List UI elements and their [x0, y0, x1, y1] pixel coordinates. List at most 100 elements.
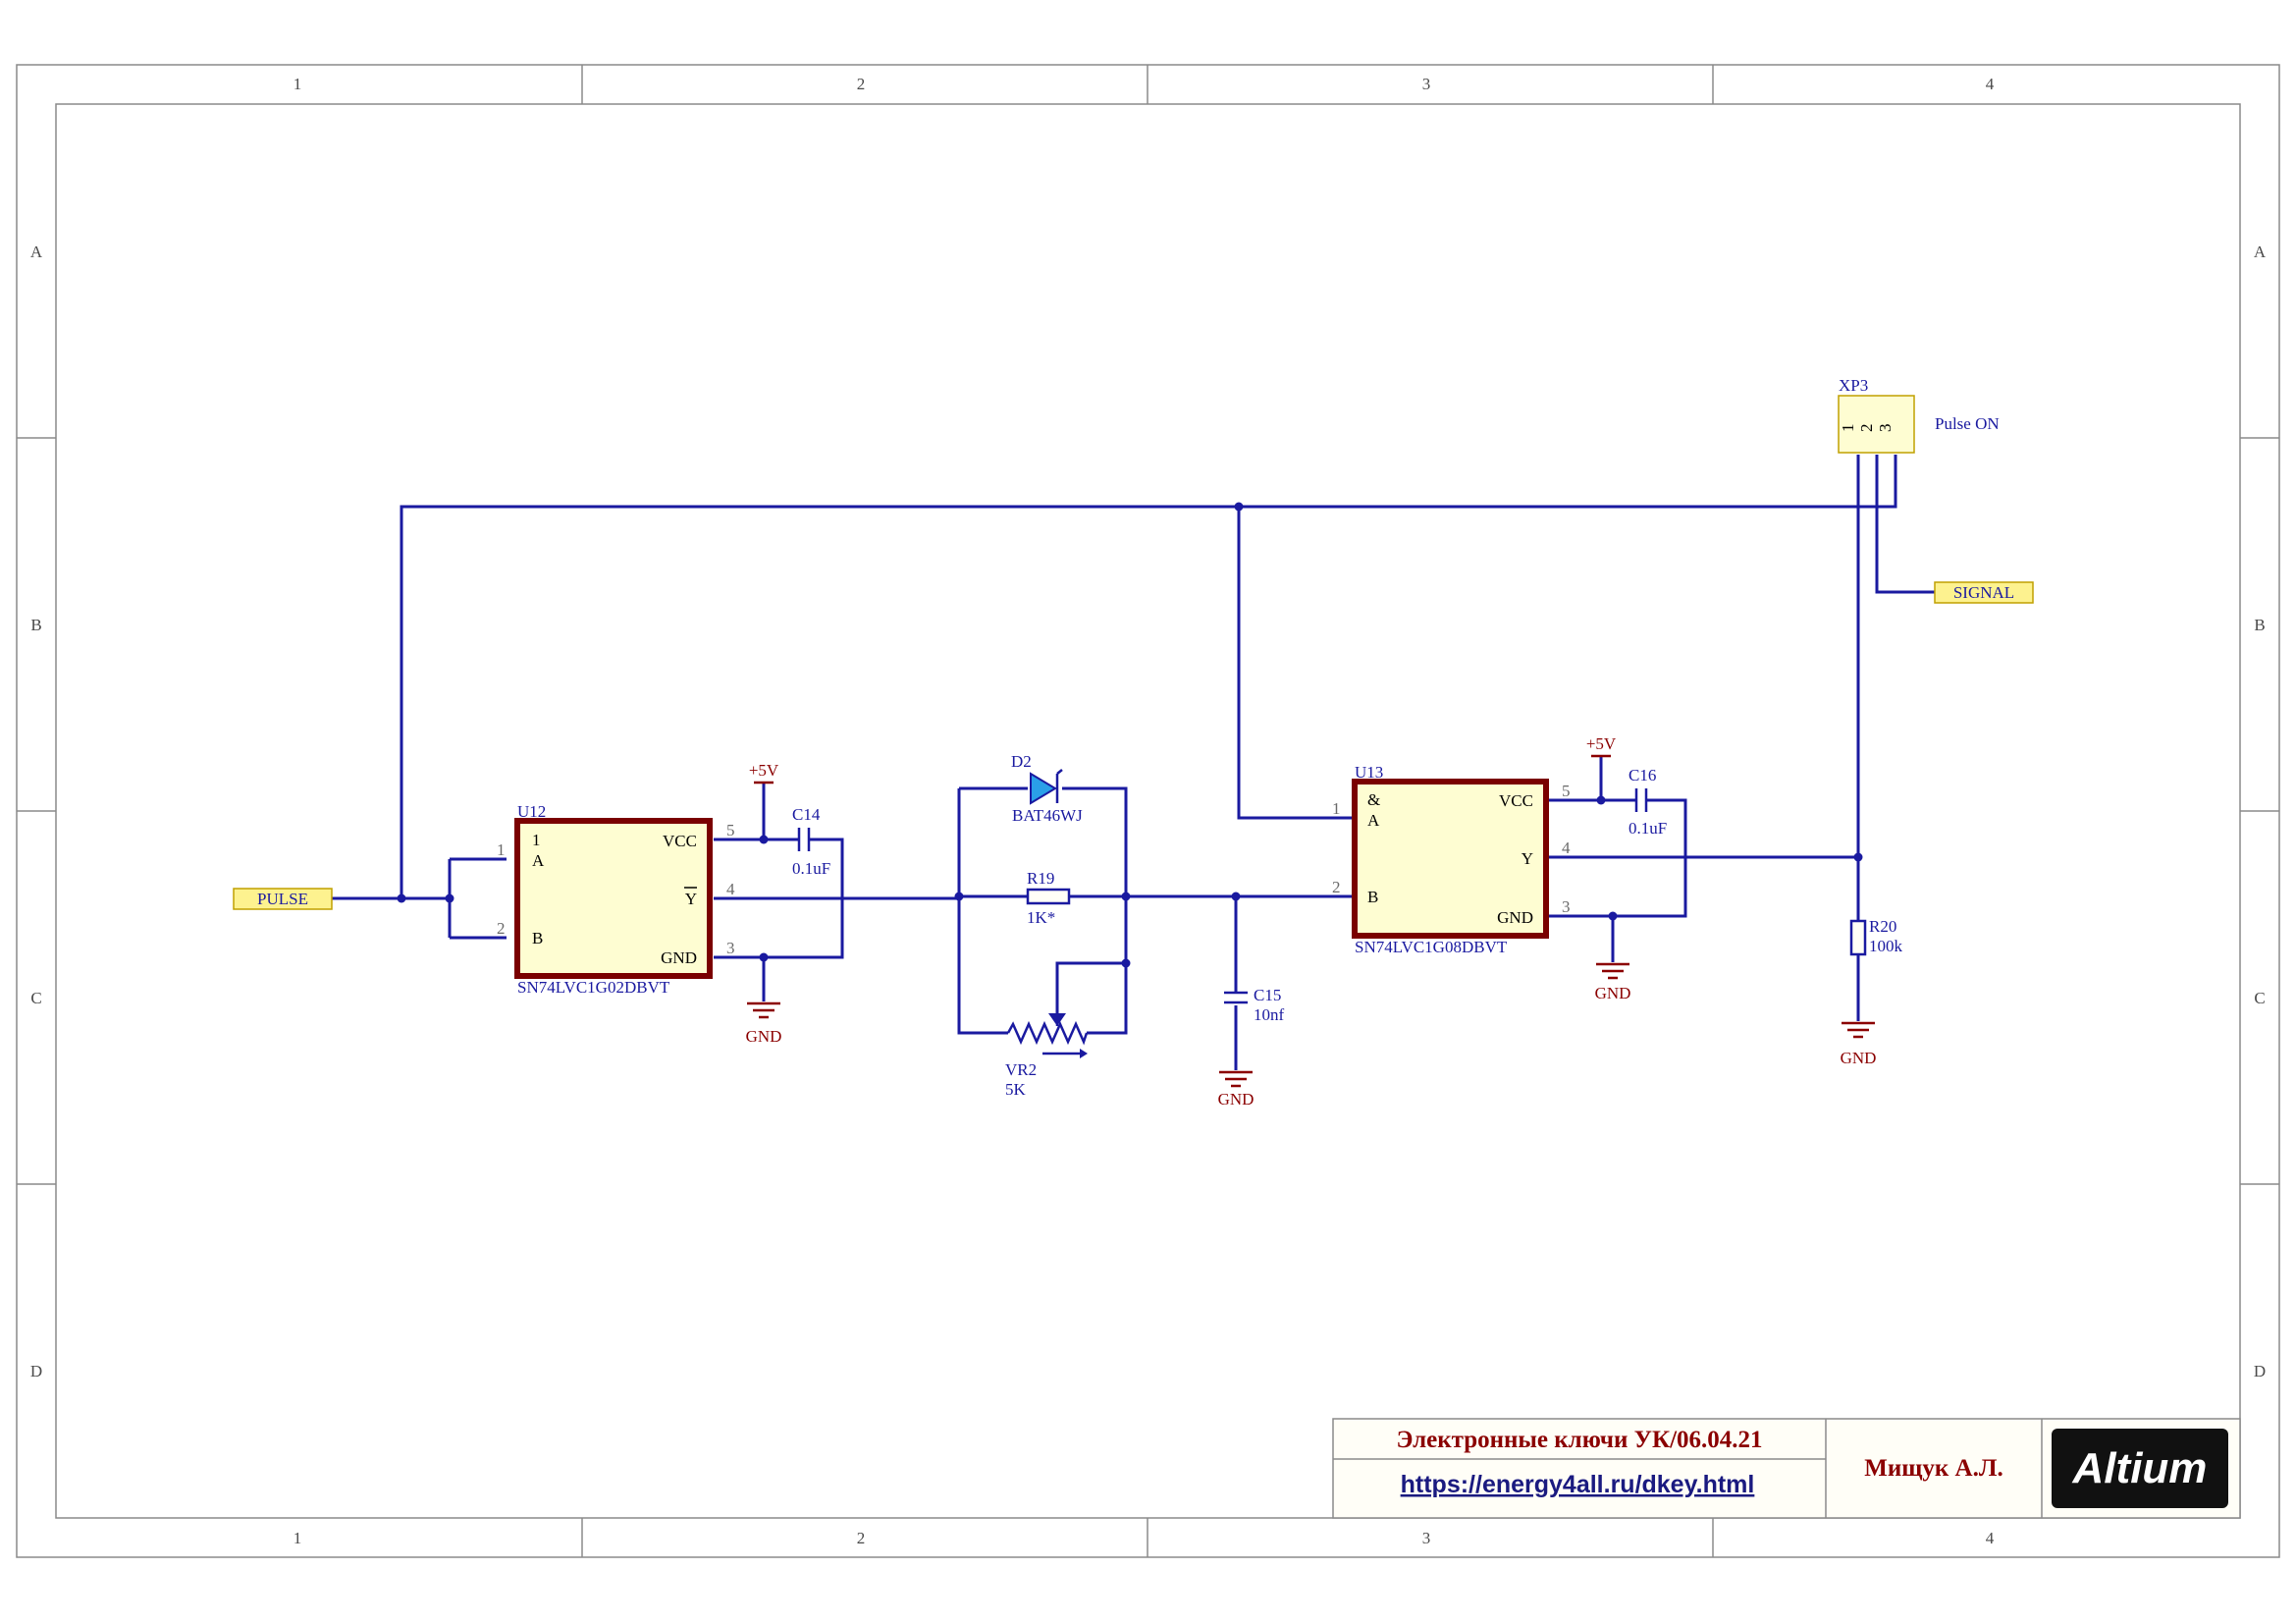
- u13-gate-symbol: &: [1367, 790, 1380, 809]
- c15-capacitor[interactable]: C15 10nf: [1224, 986, 1285, 1024]
- u13-designator: U13: [1355, 763, 1383, 782]
- row-label-right: C: [2254, 989, 2265, 1007]
- u12-part-number: SN74LVC1G02DBVT: [517, 978, 670, 997]
- c14-designator: C14: [792, 805, 821, 824]
- junction-dot: [1231, 892, 1241, 901]
- u13-body: [1352, 779, 1549, 939]
- vr2-potentiometer[interactable]: VR2 5K: [1005, 1013, 1089, 1099]
- title-block-link-text[interactable]: https://energy4all.ru/dkey.html: [1401, 1471, 1755, 1498]
- junction-dot: [1596, 795, 1606, 805]
- junction-dot: [759, 835, 769, 844]
- u13-pin-vcc-name: VCC: [1499, 791, 1533, 810]
- u12-pin-b-name: B: [532, 929, 543, 947]
- gnd-label: GND: [1218, 1090, 1255, 1109]
- gnd-label: GND: [1595, 984, 1631, 1002]
- c16-value: 0.1uF: [1629, 819, 1667, 838]
- xp3-pin-1: 1: [1839, 424, 1857, 433]
- u12-pin-vcc-name: VCC: [663, 832, 697, 850]
- port-pulse-label: PULSE: [257, 890, 308, 908]
- port-pulse[interactable]: PULSE: [233, 888, 333, 910]
- u13-pin-y-name: Y: [1522, 849, 1533, 868]
- junctions: [397, 502, 1863, 968]
- u13-chip[interactable]: U13 SN74LVC1G08DBVT & A B VCC Y GND 1 2 …: [1332, 763, 1571, 956]
- u12-chip[interactable]: U12 SN74LVC1G02DBVT 1 A B VCC Y GND 1 2 …: [497, 802, 735, 997]
- wires: [332, 455, 1935, 1070]
- xp3-pin-3: 3: [1876, 424, 1895, 433]
- xp3-pin-2: 2: [1857, 424, 1876, 433]
- row-label-left: C: [30, 989, 41, 1007]
- vcc-symbol-u12: +5V: [749, 761, 779, 784]
- column-label-bottom: 4: [1986, 1529, 1995, 1547]
- u13-pin-gnd-name: GND: [1497, 908, 1533, 927]
- gnd-symbol-c15: GND: [1218, 1070, 1255, 1109]
- c16-designator: C16: [1629, 766, 1656, 784]
- row-label-right: A: [2254, 243, 2267, 261]
- column-label-top: 1: [294, 75, 302, 93]
- row-label-right: D: [2254, 1362, 2266, 1380]
- u12-pin-y-name: Y: [685, 890, 697, 908]
- r20-designator: R20: [1869, 917, 1896, 936]
- junction-dot: [1121, 892, 1131, 901]
- r19-designator: R19: [1027, 869, 1054, 888]
- vcc-label: +5V: [749, 761, 779, 780]
- u13-part-number: SN74LVC1G08DBVT: [1355, 938, 1508, 956]
- u13-pin-a-name: A: [1367, 811, 1380, 830]
- xp3-designator: XP3: [1839, 376, 1868, 395]
- vr2-value: 5K: [1005, 1080, 1027, 1099]
- r20-value: 100k: [1869, 937, 1903, 955]
- column-label-bottom: 3: [1422, 1529, 1431, 1547]
- column-label-top: 3: [1422, 75, 1431, 93]
- junction-dot: [397, 893, 406, 903]
- gnd-symbol-u12: GND: [746, 1001, 782, 1046]
- title-block-link[interactable]: https://energy4all.ru/dkey.html: [1401, 1471, 1755, 1498]
- u12-pin-y-number: 4: [726, 880, 735, 898]
- u12-pin-gnd-number: 3: [726, 939, 735, 957]
- u12-gate-symbol: 1: [532, 831, 541, 849]
- column-label-top: 2: [857, 75, 866, 93]
- sheet-frame: 1 2 3 4 1 2 3 4 A B C D A B C D: [16, 64, 2280, 1558]
- u13-pin-b-number: 2: [1332, 878, 1341, 896]
- r19-value: 1K*: [1027, 908, 1055, 927]
- gnd-symbol-u13: GND: [1595, 962, 1631, 1002]
- gnd-label: GND: [1841, 1049, 1877, 1067]
- xp3-connector[interactable]: XP3 Pulse ON 1 2 3: [1838, 376, 2000, 454]
- altium-logo: Altium: [2052, 1429, 2228, 1508]
- junction-dot: [1608, 911, 1618, 921]
- junction-dot: [1234, 502, 1244, 512]
- r20-resistor[interactable]: R20 100k: [1849, 917, 1903, 956]
- title-block-title: Электронные ключи УК/06.04.21: [1396, 1427, 1762, 1453]
- row-label-right: B: [2254, 616, 2265, 634]
- d2-designator: D2: [1011, 752, 1032, 771]
- junction-dot: [954, 892, 964, 901]
- junction-dot: [1121, 958, 1131, 968]
- u12-pin-vcc-number: 5: [726, 821, 735, 839]
- column-label-bottom: 2: [857, 1529, 866, 1547]
- u13-pin-b-name: B: [1367, 888, 1378, 906]
- d2-value: BAT46WJ: [1012, 806, 1083, 825]
- u13-pin-gnd-number: 3: [1562, 897, 1571, 916]
- r19-resistor[interactable]: R19 1K*: [1026, 869, 1071, 927]
- u12-pin-a-number: 1: [497, 840, 506, 859]
- c14-capacitor[interactable]: C14 0.1uF: [792, 805, 830, 878]
- outer-border: [16, 64, 2280, 1558]
- u12-pin-b-number: 2: [497, 919, 506, 938]
- junction-dot: [1853, 852, 1863, 862]
- vr2-designator: VR2: [1005, 1060, 1037, 1079]
- u12-pin-a-name: A: [532, 851, 545, 870]
- junction-dot: [445, 893, 454, 903]
- column-label-top: 4: [1986, 75, 1995, 93]
- row-label-left: D: [30, 1362, 42, 1380]
- c15-value: 10nf: [1254, 1005, 1285, 1024]
- row-label-left: A: [30, 243, 43, 261]
- u12-body: [514, 818, 713, 979]
- gnd-label: GND: [746, 1027, 782, 1046]
- c14-value: 0.1uF: [792, 859, 830, 878]
- u12-pin-gnd-name: GND: [661, 948, 697, 967]
- junction-dot: [759, 952, 769, 962]
- title-block-author: Мищук А.Л.: [1864, 1455, 2002, 1482]
- c16-capacitor[interactable]: C16 0.1uF: [1629, 766, 1667, 838]
- row-label-left: B: [30, 616, 41, 634]
- d2-diode[interactable]: D2 BAT46WJ: [1011, 752, 1083, 825]
- port-signal[interactable]: SIGNAL: [1934, 581, 2034, 604]
